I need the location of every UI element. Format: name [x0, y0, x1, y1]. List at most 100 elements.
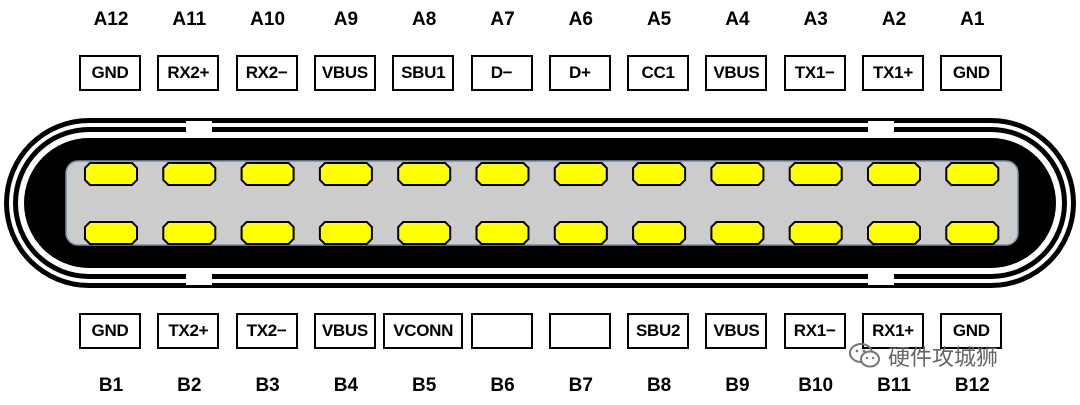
- signal-label-a1: GND: [952, 63, 990, 82]
- shell-notch-top-left: [186, 121, 212, 133]
- pin-label-a8: A8: [412, 9, 437, 30]
- contact-a12: [84, 162, 138, 186]
- pin-label-a9: A9: [333, 9, 359, 30]
- pin-label-a10: A10: [250, 9, 286, 30]
- signal-box-b3: TX2−: [235, 313, 298, 349]
- wechat-icon: [849, 343, 880, 368]
- contact-b9: [710, 221, 765, 245]
- signal-box-a3: TX1−: [783, 55, 846, 91]
- signal-label-b3: TX2−: [246, 321, 287, 340]
- pin-label-a5: A5: [646, 9, 672, 30]
- pin-label-b3: B3: [255, 375, 280, 396]
- signal-label-a9: VBUS: [321, 63, 368, 82]
- pin-label-a11: A11: [172, 9, 207, 30]
- signal-box-b9: VBUS: [705, 313, 768, 349]
- contact-b11: [867, 221, 921, 245]
- signal-label-a11: RX2+: [167, 63, 210, 82]
- signal-label-a12: GND: [91, 63, 129, 82]
- signal-label-b5: VCONN: [393, 321, 454, 340]
- pin-label-b9: B9: [725, 375, 750, 396]
- contact-a2: [867, 162, 921, 186]
- contact-a4: [710, 162, 765, 186]
- pin-label-b1: B1: [98, 375, 124, 396]
- contact-b3: [240, 221, 295, 245]
- signal-box-a4: VBUS: [705, 55, 768, 91]
- signal-label-b8: SBU2: [636, 321, 681, 340]
- signal-box-a11: RX2+: [157, 55, 220, 91]
- connector-tongue: [65, 160, 1019, 246]
- pin-label-b10: B10: [798, 375, 834, 396]
- contact-b12: [945, 221, 1000, 245]
- contact-a11: [162, 162, 217, 186]
- contact-a3: [788, 162, 843, 186]
- contact-b6: [475, 221, 530, 245]
- signal-label-b11: RX1+: [872, 321, 914, 340]
- pin-label-b8: B8: [646, 375, 672, 396]
- pin-label-b12: B12: [954, 375, 990, 396]
- signal-label-a5: CC1: [641, 63, 675, 82]
- signal-label-b10: RX1−: [793, 321, 836, 340]
- shell-notch-top-right: [868, 121, 894, 133]
- signal-label-a4: VBUS: [713, 63, 760, 82]
- signal-box-b7: [548, 313, 611, 349]
- signal-box-a5: CC1: [627, 55, 690, 91]
- signal-box-a1: GND: [940, 55, 1003, 91]
- pin-label-a1: A1: [960, 9, 985, 30]
- contact-b2: [162, 221, 217, 245]
- signal-box-a2: TX1+: [862, 55, 924, 91]
- signal-box-b5: VCONN: [383, 313, 464, 349]
- signal-label-b4: VBUS: [321, 321, 368, 340]
- shell-notch-bottom-left: [186, 273, 212, 285]
- contact-b7: [553, 221, 608, 245]
- signal-label-b12: GND: [952, 321, 990, 340]
- top-contacts: [84, 162, 1000, 186]
- contact-b4: [318, 221, 373, 245]
- pin-label-b5: B5: [412, 375, 437, 396]
- signal-box-a6: D+: [548, 55, 611, 91]
- signal-label-a3: TX1−: [794, 63, 835, 82]
- pin-label-b4: B4: [333, 375, 359, 396]
- pin-label-a7: A7: [490, 9, 515, 30]
- bottom-contacts: [84, 221, 1000, 245]
- pin-label-b7: B7: [568, 375, 593, 396]
- signal-label-b2: TX2+: [168, 321, 209, 340]
- contact-a7: [475, 162, 530, 186]
- signal-box-b12: GND: [940, 313, 1003, 349]
- signal-box-b11: RX1+: [862, 313, 924, 349]
- pin-label-a4: A4: [725, 9, 750, 30]
- contact-b5: [397, 221, 452, 245]
- contact-a1: [945, 162, 1000, 186]
- pin-label-a12: A12: [93, 9, 129, 30]
- contact-b8: [632, 221, 687, 245]
- contact-a9: [318, 162, 373, 186]
- contact-a5: [632, 162, 687, 186]
- contact-a8: [397, 162, 452, 186]
- signal-box-a7: D−: [470, 55, 533, 91]
- signal-box-b10: RX1−: [783, 313, 846, 349]
- signal-label-a2: TX1+: [873, 63, 913, 82]
- signal-box-b4: VBUS: [313, 313, 376, 349]
- signal-box-a12: GND: [79, 55, 141, 91]
- signal-box-b6: [470, 313, 533, 349]
- watermark-text: 硬件攻城狮: [888, 346, 999, 371]
- signal-box-a10: RX2−: [235, 55, 298, 91]
- signal-label-a6: D+: [568, 63, 591, 82]
- signal-label-a7: D−: [490, 63, 513, 82]
- signal-box-b2: TX2+: [157, 313, 220, 349]
- contact-b1: [84, 221, 138, 245]
- signal-box-b1: GND: [79, 313, 141, 349]
- signal-box-a8: SBU1: [392, 55, 455, 91]
- signal-box-b8: SBU2: [627, 313, 690, 349]
- watermark: 硬件攻城狮: [848, 338, 998, 374]
- contact-a10: [240, 162, 295, 186]
- signal-label-a10: RX2−: [245, 63, 288, 82]
- pin-label-b2: B2: [177, 375, 202, 396]
- signal-label-a8: SBU1: [401, 63, 446, 82]
- contact-a6: [553, 162, 608, 186]
- pin-label-b6: B6: [490, 375, 515, 396]
- shell-notch-bottom-right: [868, 273, 894, 285]
- pin-label-a2: A2: [881, 9, 907, 30]
- pin-label-b11: B11: [877, 375, 911, 396]
- pin-label-a6: A6: [568, 9, 593, 30]
